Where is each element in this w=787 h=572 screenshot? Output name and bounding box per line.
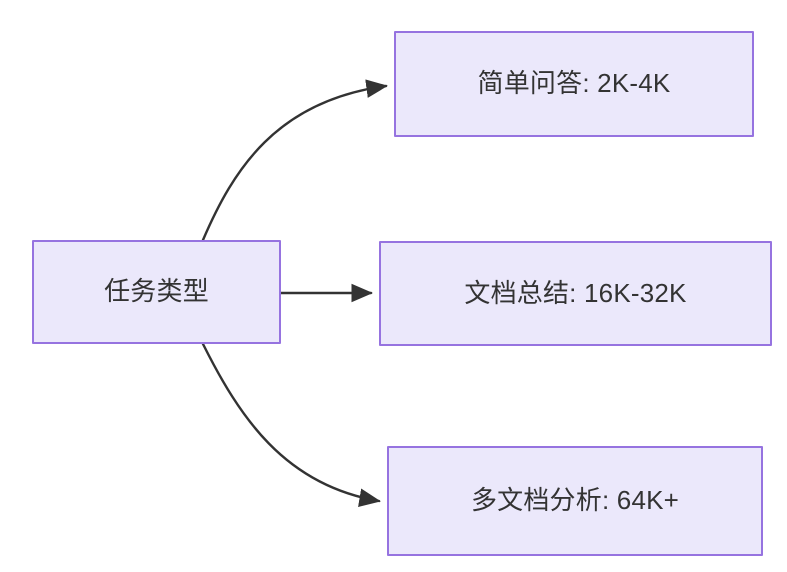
node-doc-summary[interactable]: 文档总结: 16K-32K (379, 241, 772, 346)
edge-source-to-multi-doc (201, 342, 381, 507)
edge-source-to-simple-qa (201, 79, 388, 242)
node-task-type[interactable]: 任务类型 (32, 240, 281, 344)
node-label: 多文档分析: 64K+ (470, 485, 680, 516)
node-multi-doc[interactable]: 多文档分析: 64K+ (387, 446, 763, 556)
node-simple-qa[interactable]: 简单问答: 2K-4K (394, 31, 754, 137)
node-label: 任务类型 (104, 276, 209, 307)
node-label: 文档总结: 16K-32K (464, 277, 687, 308)
node-label: 简单问答: 2K-4K (477, 68, 671, 99)
